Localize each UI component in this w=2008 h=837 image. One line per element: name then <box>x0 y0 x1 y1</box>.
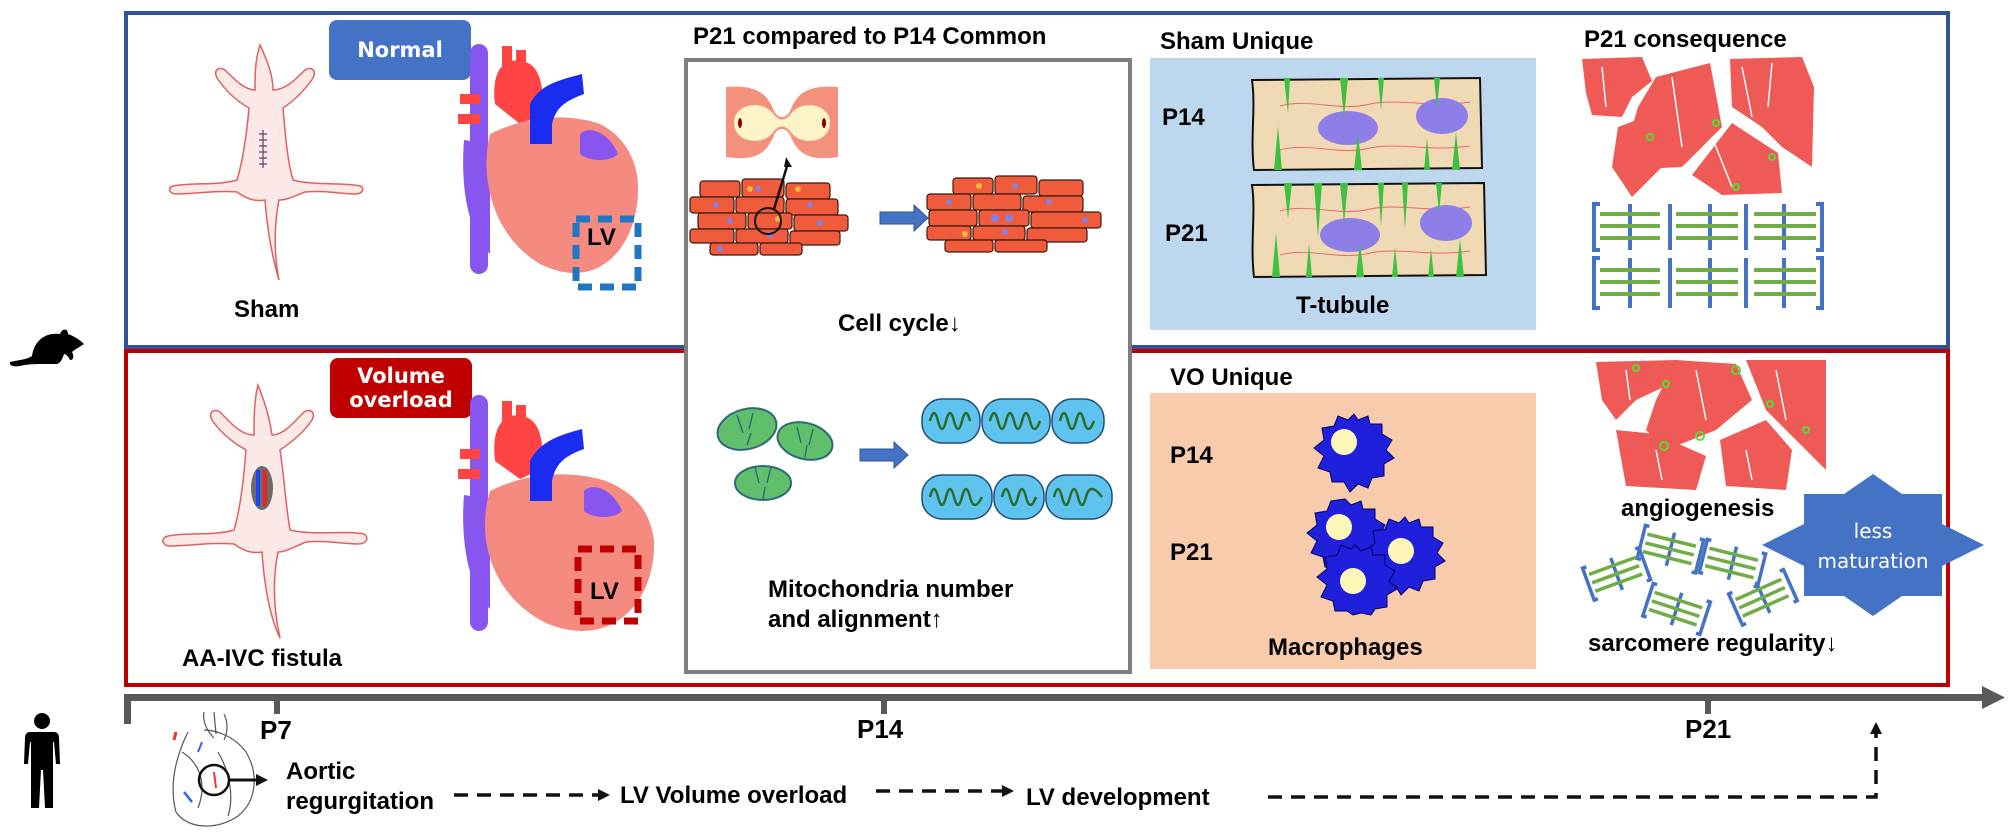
cardiomyocytes-mature-illustration <box>926 175 1102 253</box>
vo-unique-title: VO Unique <box>1170 364 1293 391</box>
dividing-cell-illustration <box>726 86 838 159</box>
vo-lv-label: LV <box>590 578 619 605</box>
less-maturation-badge <box>1762 474 1984 616</box>
vo-heart-illustration <box>458 395 655 631</box>
mitochondria-label-line2: and alignment↑ <box>768 606 943 633</box>
mouse-silhouette-icon <box>9 329 84 367</box>
sham-p14-label: P14 <box>1162 104 1205 131</box>
less-maturation-line2: maturation <box>1817 549 1929 573</box>
cardiomyocytes-proliferating-illustration <box>689 157 849 256</box>
blue-arrow-icon <box>879 203 929 233</box>
timeline-tick-p21 <box>1705 700 1711 714</box>
sham-lv-label: LV <box>587 224 616 251</box>
volume-overload-tag-line2: overload <box>349 388 453 412</box>
macrophage-p21-cluster-illustration <box>1306 498 1446 616</box>
sham-model-label: Sham <box>234 296 300 323</box>
sarcomere-regularity-label: sarcomere regularity↓ <box>1588 630 1838 657</box>
timeline-label-p14: P14 <box>857 714 904 744</box>
mitochondria-label-line1: Mitochondria number <box>768 576 1014 603</box>
sarcomere-regular-illustration <box>1592 202 1824 310</box>
angiogenesis-label: angiogenesis <box>1621 495 1775 522</box>
blue-arrow-icon <box>859 440 909 470</box>
vo-p14-label: P14 <box>1170 442 1213 469</box>
volume-overload-tag: Volume overload <box>330 358 472 418</box>
p21-consequence-title: P21 consequence <box>1584 26 1787 53</box>
vo-p21-label: P21 <box>1170 539 1213 566</box>
less-maturation-text: less maturation <box>1762 516 1984 576</box>
myocardium-histology-sham-illustration <box>1582 57 1814 197</box>
t-tubule-p21-illustration <box>1250 181 1488 279</box>
sham-unique-title: Sham Unique <box>1160 28 1314 55</box>
mitochondria-aligned-illustration <box>921 398 1113 520</box>
sarcomere-irregular-illustration <box>1580 523 1800 637</box>
aortic-regurgitation-line2: regurgitation <box>286 788 434 815</box>
aortic-regurgitation-line1: Aortic <box>286 758 356 785</box>
human-silhouette-icon <box>24 713 60 808</box>
arrowhead-2 <box>1002 785 1014 797</box>
cell-cycle-label: Cell cycle↓ <box>838 310 961 337</box>
timeline-start-tick <box>124 694 131 724</box>
timeline-label-p7: P7 <box>260 715 292 745</box>
t-tubule-p14-illustration <box>1250 76 1484 172</box>
human-heart-aortic-regurgitation-illustration <box>172 711 268 827</box>
common-changes-panel <box>684 58 1132 674</box>
lv-development-label: LV development <box>1026 784 1210 811</box>
fistula-model-label: AA-IVC fistula <box>182 645 343 672</box>
macrophage-p14-illustration <box>1313 413 1395 493</box>
timeline-axis-line <box>124 694 1986 701</box>
timeline-tick-p14 <box>881 700 887 714</box>
macrophages-caption: Macrophages <box>1268 634 1423 661</box>
volume-overload-tag-line1: Volume <box>357 363 445 388</box>
t-tubule-caption: T-tubule <box>1296 292 1390 319</box>
normal-tag: Normal <box>329 20 471 80</box>
dashed-arrow-3 <box>1268 732 1878 799</box>
sham-rat-illustration <box>168 42 364 281</box>
mitochondria-scattered-illustration <box>716 407 834 501</box>
timeline-label-p21: P21 <box>1685 714 1732 744</box>
timeline-arrowhead <box>1982 686 2005 709</box>
myocardium-histology-vo-illustration <box>1596 360 1826 490</box>
sham-heart-illustration <box>458 44 642 291</box>
lv-volume-overload-label: LV Volume overload <box>620 782 848 809</box>
arrowhead-3 <box>1870 722 1882 734</box>
fistula-rat-illustration <box>162 382 368 639</box>
arrowhead-1 <box>598 789 610 801</box>
sham-p21-label: P21 <box>1165 220 1208 247</box>
less-maturation-line1: less <box>1853 519 1893 543</box>
common-section-title: P21 compared to P14 Common <box>693 23 1047 50</box>
timeline-tick-p7 <box>274 700 280 714</box>
